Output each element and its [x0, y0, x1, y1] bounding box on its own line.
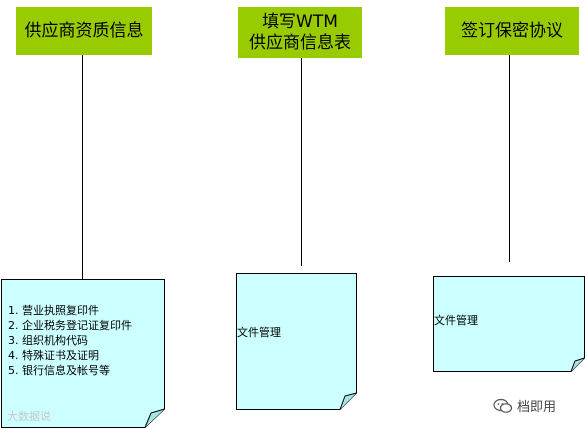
connector-line-1: [82, 55, 83, 284]
note-nda-file: 文件管理: [433, 276, 585, 372]
header-wtm-form: 填写WTM 供应商信息表: [238, 7, 362, 58]
header-nda-line-1: 签订保密协议: [461, 20, 563, 41]
note-shape-2: [236, 273, 357, 410]
connector-line-2: [301, 58, 302, 266]
list-item: 3. 组织机构代码: [8, 334, 88, 347]
list-item: 2. 企业税务登记证复印件: [8, 319, 132, 332]
header-supplier-qualification-line-1: 供应商资质信息: [24, 20, 144, 41]
nda-note-text: 文件管理: [434, 314, 478, 327]
note-shape-1: [1, 279, 165, 428]
note-qualification-documents: 1. 营业执照复印件 2. 企业税务登记证复印件 3. 组织机构代码 4. 特殊…: [1, 279, 165, 428]
watermark-left: 大数据说: [7, 410, 51, 423]
list-item: 4. 特殊证书及证明: [8, 349, 99, 362]
list-item: 1. 营业执照复印件: [8, 304, 99, 317]
qualification-list: 1. 营业执照复印件 2. 企业税务登记证复印件 3. 组织机构代码 4. 特殊…: [8, 303, 132, 378]
note-shape-3: [433, 276, 585, 372]
header-wtm-form-line-1: 填写WTM: [262, 11, 338, 32]
list-item: 5. 银行信息及帐号等: [8, 364, 110, 377]
header-supplier-qualification: 供应商资质信息: [16, 7, 152, 55]
note-wtm-form-file: 文件管理: [236, 273, 357, 410]
connector-line-3: [509, 55, 510, 262]
header-nda: 签订保密协议: [445, 7, 579, 55]
watermark-right: 档即用: [493, 396, 556, 415]
header-wtm-form-line-2: 供应商信息表: [249, 32, 351, 53]
wechat-icon: [493, 398, 513, 413]
watermark-right-text: 档即用: [517, 400, 557, 415]
wtm-form-note-text: 文件管理: [237, 326, 281, 339]
